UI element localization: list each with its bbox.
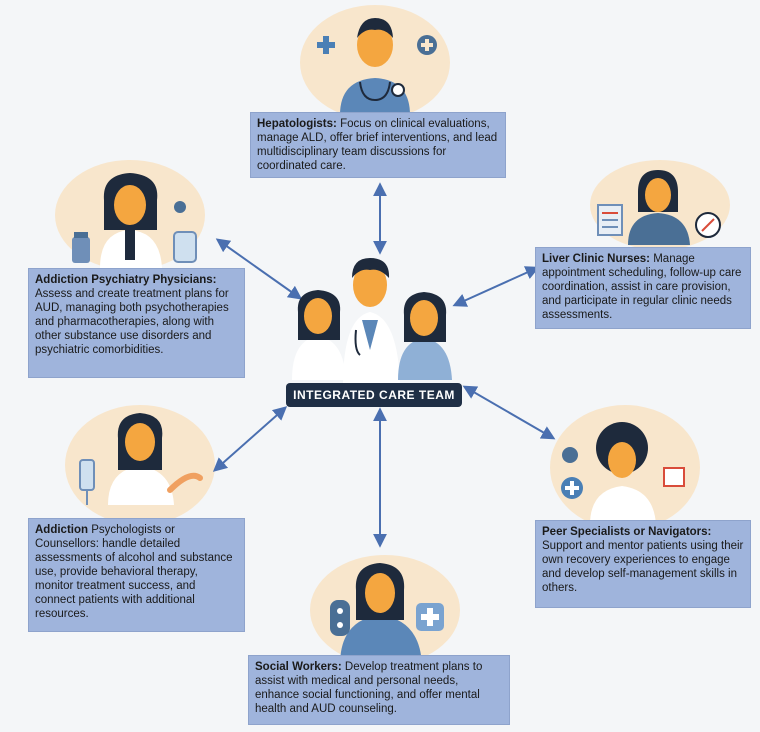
medical-cross-icon: [416, 603, 444, 631]
medical-cross-icon: [317, 36, 335, 54]
arrow-nurses: [452, 266, 540, 307]
psychologist-figure: [108, 413, 203, 505]
heart-icon: [561, 447, 685, 499]
pill-bottle-icon: [72, 201, 197, 263]
psychiatry-figure: [100, 173, 162, 268]
arrow-psychologists: [212, 406, 288, 472]
role-text: Support and mentor patients using their …: [542, 540, 744, 594]
role-box-social-workers: Social Workers: Develop treatment plans …: [248, 655, 510, 725]
role-title: Liver Clinic Nurses:: [542, 253, 654, 265]
team-banner: INTEGRATED CARE TEAM: [286, 383, 462, 407]
role-text: Focus on clinical evaluations, manage AL…: [257, 118, 498, 172]
role-text: Psychologists or Counsellors: handle det…: [35, 524, 233, 620]
role-text: Develop treatment plans to assist with m…: [255, 661, 483, 715]
role-box-peer-specialists: Peer Specialists or Navigators: Support …: [535, 520, 751, 608]
role-title: Addiction Psychiatry Physicians:: [35, 274, 217, 286]
role-title: Social Workers:: [255, 661, 345, 673]
peer-figure: [590, 422, 656, 525]
role-title: Hepatologists:: [257, 118, 341, 130]
role-box-liver-clinic-nurses: Liver Clinic Nurses: Manage appointment …: [535, 247, 751, 329]
hepatologist-figure: [340, 18, 410, 115]
role-title: Addiction: [35, 524, 92, 536]
role-text: Manage appointment scheduling, follow-up…: [542, 253, 742, 321]
social-worker-figure: [330, 563, 422, 665]
clipboard-icon: [597, 204, 721, 238]
medical-cross-icon: [417, 35, 437, 55]
arrow-peer: [462, 385, 556, 440]
arrow-psychiatry: [215, 238, 303, 300]
role-box-addiction-psychologists: Addiction Psychologists or Counsellors: …: [28, 518, 245, 632]
role-text: Assess and create treatment plans for AU…: [35, 288, 229, 356]
team-figures: [292, 258, 452, 385]
nurse-figure: [628, 170, 690, 245]
role-box-addiction-psychiatry: Addiction Psychiatry Physicians: Assess …: [28, 268, 245, 378]
role-title: Peer Specialists or Navigators:: [542, 526, 712, 538]
role-box-hepatologists: Hepatologists: Focus on clinical evaluat…: [250, 112, 506, 178]
stethoscope-icon: [79, 459, 95, 505]
